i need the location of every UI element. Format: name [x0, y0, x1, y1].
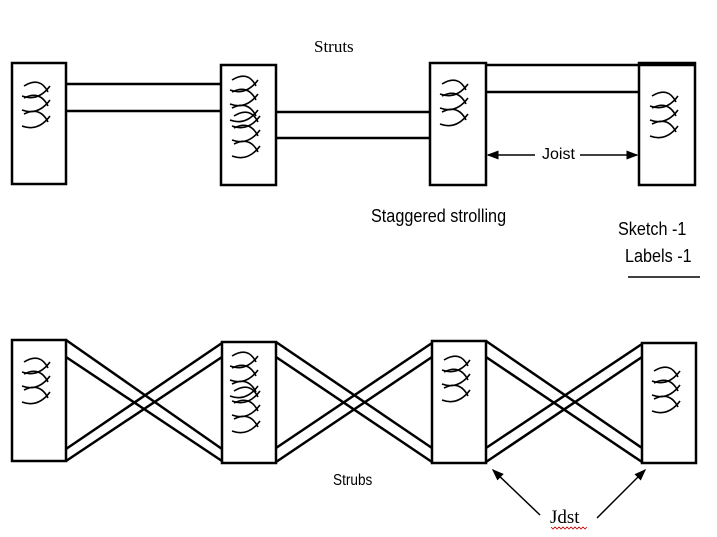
joist-block: [637, 61, 697, 187]
wood-grain-icon: [20, 80, 52, 129]
joist-block: [220, 340, 278, 465]
top-diagram: [10, 61, 697, 187]
wood-grain-icon: [440, 354, 472, 403]
joist-block: [10, 61, 68, 186]
spellcheck-underline: [550, 526, 588, 530]
wood-grain-icon: [648, 90, 680, 139]
cross-bridging: [275, 340, 433, 464]
bottom-diagram: [10, 338, 698, 519]
wood-grain-icon: [228, 350, 262, 434]
jdst-label: Jdst: [550, 507, 580, 528]
struts-title: Struts: [314, 37, 354, 56]
pointer-arrow: [596, 468, 647, 519]
joist-block: [10, 338, 68, 463]
wood-grain-icon: [438, 78, 470, 127]
marks-labels: Labels -1: [625, 246, 692, 266]
wood-grain-icon: [228, 74, 262, 159]
pointer-arrow: [491, 468, 541, 516]
marks-sketch: Sketch -1: [618, 219, 687, 239]
strubs-caption: Strubs: [333, 472, 373, 489]
cross-bridging: [65, 338, 223, 463]
wood-grain-icon: [20, 356, 52, 405]
wood-grain-icon: [650, 365, 682, 414]
cross-bridging: [485, 339, 643, 464]
staggered-strolling-caption: Staggered strolling: [371, 206, 507, 226]
joist-block: [430, 339, 488, 465]
joist-block: [219, 63, 278, 187]
joist-label: Joist: [540, 146, 577, 164]
joist-block: [428, 61, 488, 187]
joist-block: [640, 341, 698, 465]
